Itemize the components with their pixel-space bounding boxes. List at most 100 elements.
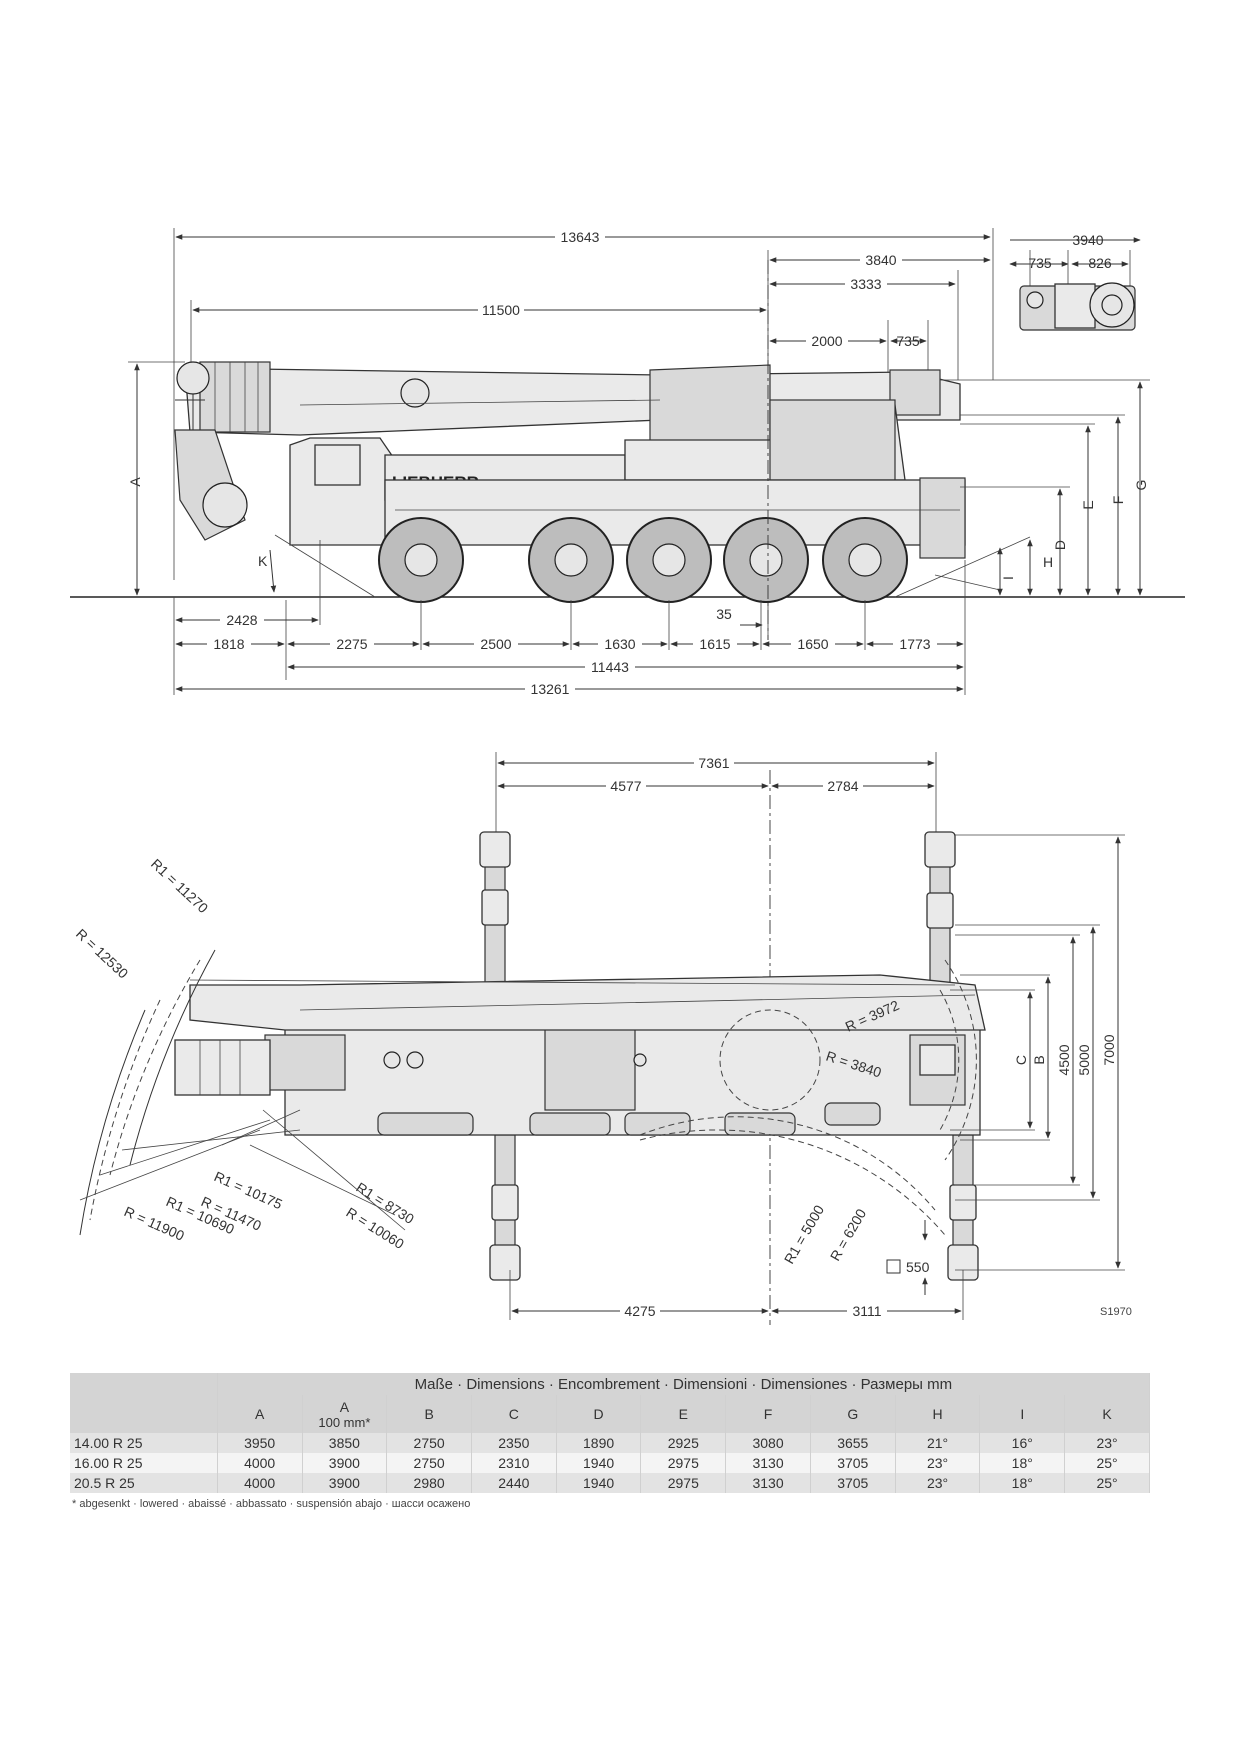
top-view: 7361 4577 2784	[73, 752, 1125, 1325]
dim-3111: 3111	[852, 1303, 881, 1319]
table-cell: 3850	[302, 1433, 388, 1453]
tire-size: 16.00 R 25	[70, 1453, 218, 1473]
col-head-A: A	[217, 1395, 303, 1433]
dim-5000: 5000	[1076, 1044, 1092, 1075]
dim-735-side: 735	[896, 333, 920, 349]
dim-label-A: A	[127, 477, 143, 487]
dim-13643: 13643	[561, 229, 600, 245]
table-cell: 18°	[979, 1453, 1066, 1473]
table-cell: 2980	[386, 1473, 472, 1493]
table-cell: 2750	[386, 1453, 472, 1473]
table-cell: 3900	[302, 1473, 388, 1493]
table-cell: 23°	[895, 1453, 981, 1473]
table-cell: 3130	[725, 1453, 811, 1473]
table-row: 16.00 R 25 4000 3900 2750 2310 1940 2975…	[70, 1453, 1150, 1473]
pad-size-box	[886, 1259, 901, 1274]
table-cell: 21°	[895, 1433, 981, 1453]
radius-R-12530: R = 12530	[73, 925, 132, 981]
tire-icon-cell	[70, 1373, 218, 1433]
carrier-top	[174, 974, 986, 1136]
col-head-B: B	[386, 1395, 472, 1433]
swing-circle	[719, 1009, 821, 1111]
table-cell: 4000	[217, 1473, 303, 1493]
col-head-E: E	[640, 1395, 727, 1433]
dim-7361: 7361	[698, 755, 729, 771]
dim-4500: 4500	[1056, 1044, 1072, 1075]
table-cell: 3080	[725, 1433, 811, 1453]
angle-label-I: I	[1000, 576, 1016, 580]
col-head-F: F	[725, 1395, 811, 1433]
table-cell: 3705	[810, 1473, 896, 1493]
dim-3840: 3840	[865, 252, 896, 268]
dim-2784: 2784	[827, 778, 858, 794]
angle-label-K: K	[258, 553, 268, 569]
table-cell: 3950	[217, 1433, 303, 1453]
pad-size-label: 550	[906, 1259, 930, 1275]
col-head-H: H	[895, 1395, 981, 1433]
table-cell: 1940	[556, 1453, 642, 1473]
table-cell: 23°	[895, 1473, 981, 1493]
dim-label-B: B	[1031, 1055, 1047, 1064]
dim-7000: 7000	[1101, 1034, 1117, 1065]
hook-block	[174, 361, 248, 541]
dim-2000: 2000	[811, 333, 842, 349]
table-cell: 2440	[471, 1473, 557, 1493]
table-cell: 2925	[640, 1433, 727, 1453]
rear-view-detail: 3940 735 826	[1009, 232, 1141, 331]
dim-826: 826	[1088, 255, 1112, 271]
table-cell: 2975	[640, 1473, 727, 1493]
wheels	[378, 517, 908, 603]
table-row: 14.00 R 25 3950 3850 2750 2350 1890 2925…	[70, 1433, 1150, 1453]
dim-label-F: F	[1110, 496, 1126, 505]
table-cell: 3900	[302, 1453, 388, 1473]
table-cell: 1940	[556, 1473, 642, 1493]
dim-3940: 3940	[1072, 232, 1103, 248]
tire-size: 14.00 R 25	[70, 1433, 218, 1453]
dim-4275: 4275	[624, 1303, 655, 1319]
table-cell: 2310	[471, 1453, 557, 1473]
dim-1630: 1630	[604, 636, 635, 652]
dim-1650: 1650	[797, 636, 828, 652]
dim-4577: 4577	[610, 778, 641, 794]
dim-735-rear: 735	[1028, 255, 1052, 271]
dim-11443: 11443	[591, 659, 629, 675]
table-row: 20.5 R 25 4000 3900 2980 2440 1940 2975 …	[70, 1473, 1150, 1493]
table-cell: 4000	[217, 1453, 303, 1473]
table-cell: 16°	[979, 1433, 1066, 1453]
table-cell: 2350	[471, 1433, 557, 1453]
dim-2428: 2428	[226, 612, 257, 628]
table-footnote: * abgesenkt · lowered · abaissé · abbass…	[72, 1498, 471, 1510]
angle-label-H: H	[1043, 554, 1053, 570]
dim-label-E: E	[1080, 500, 1096, 509]
boom	[184, 361, 961, 471]
dim-label-C: C	[1013, 1055, 1029, 1065]
table-cell: 2975	[640, 1453, 727, 1473]
tire-size: 20.5 R 25	[70, 1473, 218, 1493]
side-view: 13643 3840 3333 11500 2000 735 3940	[70, 228, 1185, 697]
radius-R1-5000: R1 = 5000	[781, 1202, 827, 1266]
dim-label-D: D	[1052, 540, 1068, 550]
table-cell: 3655	[810, 1433, 896, 1453]
drawing-id: S1970	[1100, 1306, 1132, 1318]
col-head-C: C	[471, 1395, 557, 1433]
dim-13261: 13261	[531, 681, 570, 697]
side-top-dimensions: 13643 3840 3333 11500 2000 735	[173, 228, 994, 640]
outriggers	[479, 831, 979, 1281]
dimensions-table: Maße · Dimensions · Encombrement · Dimen…	[70, 1373, 1151, 1493]
dim-3333: 3333	[850, 276, 881, 292]
radius-R1-11270: R1 = 11270	[148, 855, 212, 916]
table-cell: 25°	[1064, 1473, 1150, 1493]
dim-2275: 2275	[336, 636, 367, 652]
table-cell: 2750	[386, 1433, 472, 1453]
dim-1615: 1615	[699, 636, 730, 652]
table-cell: 18°	[979, 1473, 1066, 1493]
dim-1773: 1773	[899, 636, 930, 652]
col-head-I: I	[979, 1395, 1066, 1433]
table-cell: 25°	[1064, 1453, 1150, 1473]
dim-11500: 11500	[482, 302, 520, 318]
table-cell: 3130	[725, 1473, 811, 1493]
dim-label-G: G	[1133, 480, 1149, 491]
col-head-K: K	[1064, 1395, 1150, 1433]
